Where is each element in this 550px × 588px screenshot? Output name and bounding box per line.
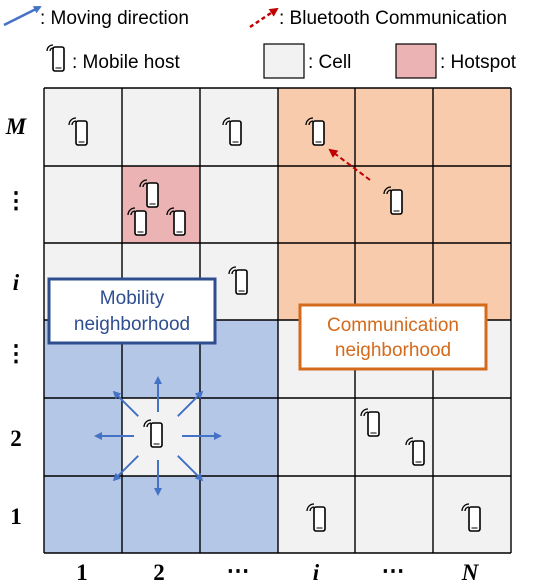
mobile-phone-icon (127, 207, 147, 236)
mobile-phone-icon (305, 117, 325, 146)
mobile-phone-icon (228, 266, 248, 295)
x-label-dots-left: ⋯ (227, 558, 250, 583)
y-label-dots-upper: ⋮ (5, 188, 28, 213)
move-arrow-icon (177, 455, 204, 482)
y-label-1: 1 (10, 504, 22, 529)
legend-mobile-host-label: : Mobile host (72, 52, 180, 73)
y-label-dots-lower: ⋮ (5, 341, 28, 366)
move-arrow-icon (177, 390, 204, 417)
legend-hotspot-label: : Hotspot (440, 52, 517, 73)
bluetooth-arrow-icon (249, 7, 279, 29)
legend-cell-label: : Cell (308, 52, 351, 73)
grid-cell (44, 476, 122, 553)
y-axis-labels: 1 2 ⋮ i ⋮ M (5, 114, 28, 529)
communication-neighborhood-line1: Communication (327, 315, 459, 336)
mobility-neighborhood-line1: Mobility (100, 288, 165, 309)
move-arrow-icon (112, 455, 139, 482)
x-label-2: 2 (153, 560, 165, 585)
move-arrow-icon (112, 390, 139, 417)
grid-cell (122, 88, 200, 166)
grid-cell (433, 398, 511, 476)
mobile-hosts (68, 117, 481, 532)
x-label-i: i (313, 560, 320, 585)
legend-bluetooth: : Bluetooth Communication (249, 7, 507, 29)
communication-neighborhood-box: Communication neighborhood (298, 303, 488, 371)
legend-hotspot: : Hotspot (395, 43, 517, 79)
moving-direction-arrows (94, 376, 222, 496)
legend-bluetooth-label: : Bluetooth Communication (279, 8, 507, 29)
grid-cell (355, 88, 433, 166)
grid-cell (122, 166, 200, 243)
grid-cell (278, 398, 355, 476)
x-label-N: N (461, 560, 480, 585)
x-label-1: 1 (76, 560, 88, 585)
mobile-phone-icon (405, 437, 425, 466)
bluetooth-communication-arrow-icon (328, 148, 371, 181)
grid-cell (200, 476, 278, 553)
legend-moving-direction: : Moving direction (3, 5, 189, 29)
mobile-phone-icon (68, 117, 88, 146)
mobile-phone-icon (360, 408, 380, 437)
y-label-i: i (13, 270, 20, 295)
y-label-2: 2 (10, 426, 22, 451)
mobility-neighborhood-line2: neighborhood (74, 314, 190, 335)
y-label-M: M (5, 114, 28, 139)
mobile-phone-icon (306, 503, 326, 532)
mobile-phone-icon (383, 186, 403, 215)
grid-cell (355, 476, 433, 553)
grid-cell (122, 476, 200, 553)
mobile-phone-icon (222, 117, 242, 146)
moving-direction-arrow-icon (3, 5, 42, 27)
grid-cell (200, 166, 278, 243)
mobile-phone-icon (461, 503, 481, 532)
grid-cell (433, 88, 511, 166)
legend-cell-swatch (263, 43, 305, 79)
legend-cell: : Cell (263, 43, 351, 79)
grid-cell (278, 166, 355, 243)
mobility-neighborhood-box: Mobility neighborhood (47, 277, 217, 345)
x-axis-labels: 1 2 ⋯ i ⋯ N (76, 558, 479, 585)
grid-cell (433, 166, 511, 243)
legend-moving-direction-label: : Moving direction (40, 8, 189, 29)
legend-mobile-host: : Mobile host (46, 44, 180, 73)
mobile-phone-icon (139, 179, 159, 208)
legend-hotspot-swatch (395, 43, 437, 79)
communication-neighborhood-line2: neighborhood (335, 340, 451, 361)
mobile-phone-icon (143, 419, 163, 448)
legend-mobile-phone-icon (46, 44, 65, 72)
grid-cell (44, 166, 122, 243)
x-label-dots-right: ⋯ (382, 558, 405, 583)
mobile-phone-icon (166, 207, 186, 236)
